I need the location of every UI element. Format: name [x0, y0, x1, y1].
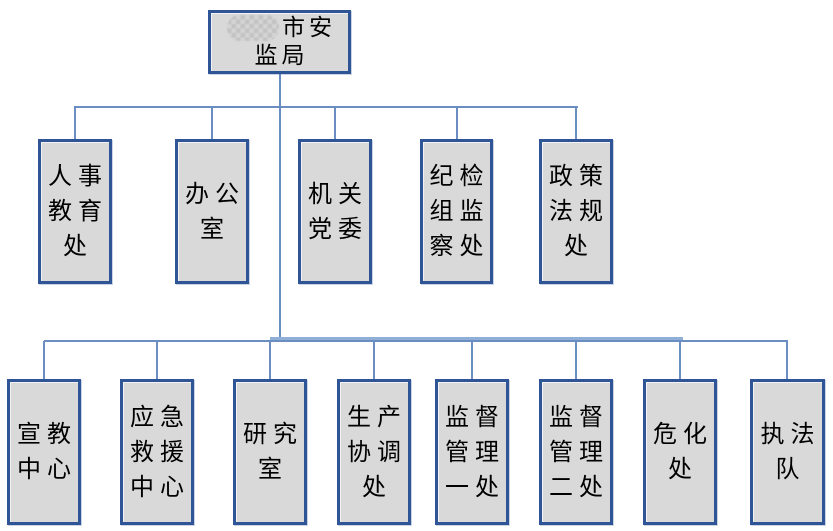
connector-level3-drop: [43, 341, 45, 379]
connector-level3-drop: [786, 341, 788, 379]
org-node-emergency-rescue-center: 应急 救援 中心: [120, 379, 194, 525]
node-label: 办公 室: [185, 179, 245, 243]
org-node-publicity-education-center: 宣教 中心: [7, 379, 81, 525]
org-node-research-office: 研究 室: [233, 379, 307, 525]
node-label: 宣教 中心: [17, 420, 77, 483]
org-node-general-office: 办公 室: [175, 139, 249, 284]
node-label: 监督 管理 一处: [445, 402, 505, 501]
org-node-hazardous-chemicals-division: 危化 处: [643, 379, 717, 525]
connector-level3-drop: [156, 341, 158, 379]
root-label-line1: 市安: [282, 15, 336, 41]
connector-level3-drop: [471, 341, 473, 379]
connector-level3-drop: [679, 341, 681, 379]
connector-level3-horizontal: [44, 340, 788, 342]
connector-level3-drop: [269, 341, 271, 379]
node-label: 研究 室: [243, 420, 303, 483]
connector-level2-drop: [74, 106, 76, 139]
node-label: 人事 教育 处: [48, 162, 108, 260]
org-node-policy-regulation-division: 政策 法规 处: [539, 139, 613, 284]
org-node-supervision-management-division-2: 监督 管理 二处: [539, 379, 613, 525]
connector-level2-drop: [456, 106, 458, 139]
redacted-city-name-blur: [227, 15, 279, 41]
org-node-personnel-education-division: 人事 教育 处: [38, 139, 112, 284]
connector-root-vertical: [279, 74, 281, 342]
connector-level2-drop: [575, 106, 577, 139]
connector-level2-horizontal: [75, 106, 578, 108]
org-node-law-enforcement-team: 执法 队: [750, 379, 825, 525]
node-label: 机关 党委: [308, 179, 368, 243]
connector-level3-drop: [575, 341, 577, 379]
node-label: 纪检 组监 察处: [429, 162, 490, 260]
org-node-party-committee: 机关 党委: [298, 139, 372, 284]
node-label: 政策 法规 处: [549, 162, 609, 260]
connector-level2-drop: [334, 106, 336, 139]
org-node-discipline-inspection-supervision-division: 纪检 组监 察处: [420, 139, 493, 284]
node-label: 执法 队: [760, 420, 821, 483]
connector-level3-drop: [373, 341, 375, 379]
node-label: 监督 管理 二处: [549, 402, 609, 501]
node-label: 生产 协调 处: [347, 402, 407, 501]
connector-level3-horizontal-thick: [270, 337, 683, 342]
org-node-supervision-management-division-1: 监督 管理 一处: [435, 379, 509, 525]
node-label: 危化 处: [653, 420, 713, 483]
org-node-production-coordination-division: 生产 协调 处: [337, 379, 411, 525]
org-node-root-safety-supervision-bureau: 市安 监局: [208, 10, 351, 74]
node-label: 应急 救援 中心: [130, 402, 190, 501]
connector-level2-drop: [211, 106, 213, 139]
root-label-line2: 监局: [254, 43, 309, 69]
